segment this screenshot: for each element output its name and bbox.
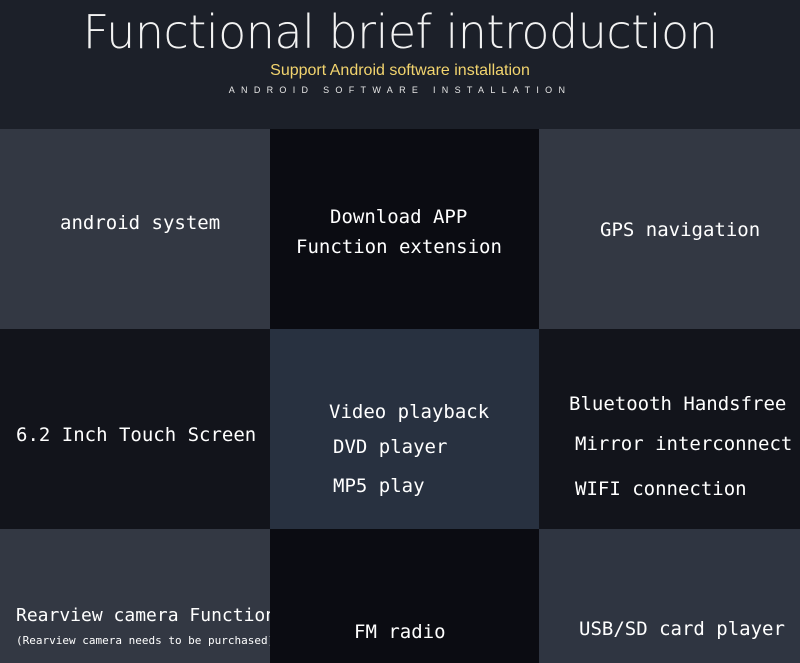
feature-label: Video playback: [329, 401, 490, 423]
feature-tile-usb: USB/SD card player: [539, 529, 800, 663]
feature-grid: android system Download APP Function ext…: [0, 129, 800, 663]
feature-label: Download APP: [330, 206, 468, 228]
feature-tile-screen: 6.2 Inch Touch Screen: [0, 329, 270, 529]
feature-tile-rearview: Rearview camera Function (Rearview camer…: [0, 529, 276, 663]
feature-label: 6.2 Inch Touch Screen: [16, 424, 257, 446]
feature-label: FM radio: [354, 621, 446, 643]
feature-label: Function extension: [296, 236, 502, 258]
feature-label: DVD player: [333, 436, 448, 458]
feature-label: Rearview camera Function: [16, 605, 277, 626]
feature-label: GPS navigation: [600, 219, 761, 241]
feature-tile-fm: FM radio: [270, 529, 539, 663]
feature-label: USB/SD card player: [579, 618, 785, 640]
page-title: Functional brief introduction: [82, 5, 718, 59]
feature-label: Bluetooth Handsfree: [569, 393, 787, 415]
feature-tile-gps: GPS navigation: [539, 129, 800, 329]
feature-label: android system: [60, 212, 221, 234]
feature-label: Mirror interconnect: [575, 433, 793, 455]
feature-tile-android: android system: [0, 129, 270, 329]
header-banner: Functional brief introduction Support An…: [0, 0, 800, 129]
page-subtitle: Support Android software installation: [270, 62, 530, 79]
feature-label: MP5 play: [333, 475, 425, 497]
feature-tile-bluetooth: Bluetooth Handsfree Mirror interconnect …: [539, 329, 800, 529]
feature-tile-download: Download APP Function extension: [270, 129, 539, 329]
feature-note: (Rearview camera needs to be purchased): [16, 634, 275, 647]
feature-label: WIFI connection: [575, 478, 747, 500]
feature-tile-video: Video playback DVD player MP5 play: [270, 329, 539, 529]
spaced-caption: ANDROID SOFTWARE INSTALLATION: [228, 85, 572, 95]
